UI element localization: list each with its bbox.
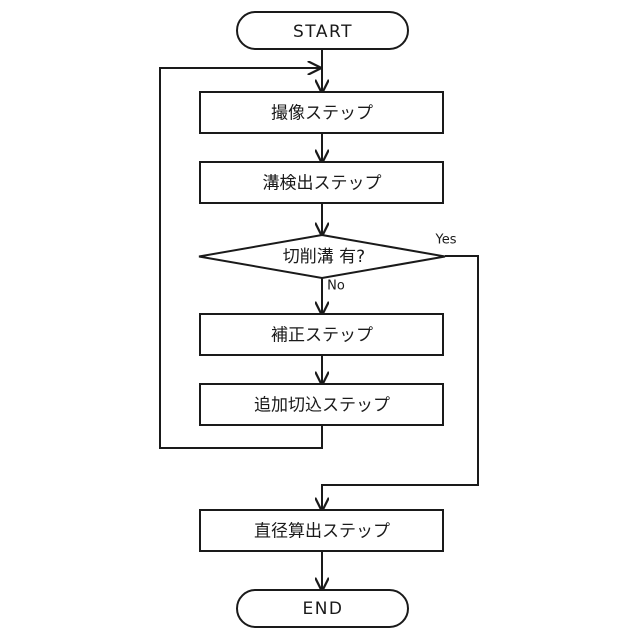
node-groove-detection-step[interactable]: 溝検出ステップ xyxy=(199,161,444,204)
decision-label: 切削溝 有? xyxy=(283,247,365,267)
groove-detection-step-label: 溝検出ステップ xyxy=(263,174,382,194)
diameter-calculation-step-shape xyxy=(199,509,444,552)
node-correction-step[interactable]: 補正ステップ xyxy=(199,313,444,356)
start-terminator-shape xyxy=(236,11,409,50)
end-terminator-shape xyxy=(236,589,409,628)
groove-detection-step-shape xyxy=(199,161,444,204)
connector-decision-yes-to-diameter xyxy=(322,255,479,510)
additional-cut-step-shape xyxy=(199,383,444,426)
node-start[interactable]: START xyxy=(236,11,409,50)
correction-step-shape xyxy=(199,313,444,356)
edge-label-no: No xyxy=(327,279,345,294)
decision-diamond-shape xyxy=(198,233,446,280)
node-diameter-calculation-step[interactable]: 直径算出ステップ xyxy=(199,509,444,552)
correction-step-label: 補正ステップ xyxy=(271,326,373,346)
node-end[interactable]: END xyxy=(236,589,409,628)
edge-label-yes: Yes xyxy=(435,233,457,248)
node-decision-groove-exists[interactable]: 切削溝 有? xyxy=(198,233,446,280)
additional-cut-step-label: 追加切込ステップ xyxy=(254,396,390,416)
node-additional-cut-step[interactable]: 追加切込ステップ xyxy=(199,383,444,426)
imaging-step-shape xyxy=(199,91,444,134)
diameter-calculation-step-label: 直径算出ステップ xyxy=(254,522,390,542)
end-label: END xyxy=(302,599,343,619)
start-label: START xyxy=(293,22,353,42)
node-imaging-step[interactable]: 撮像ステップ xyxy=(199,91,444,134)
connector-loopback-addcut-to-imaging xyxy=(159,68,323,449)
imaging-step-label: 撮像ステップ xyxy=(271,104,373,124)
